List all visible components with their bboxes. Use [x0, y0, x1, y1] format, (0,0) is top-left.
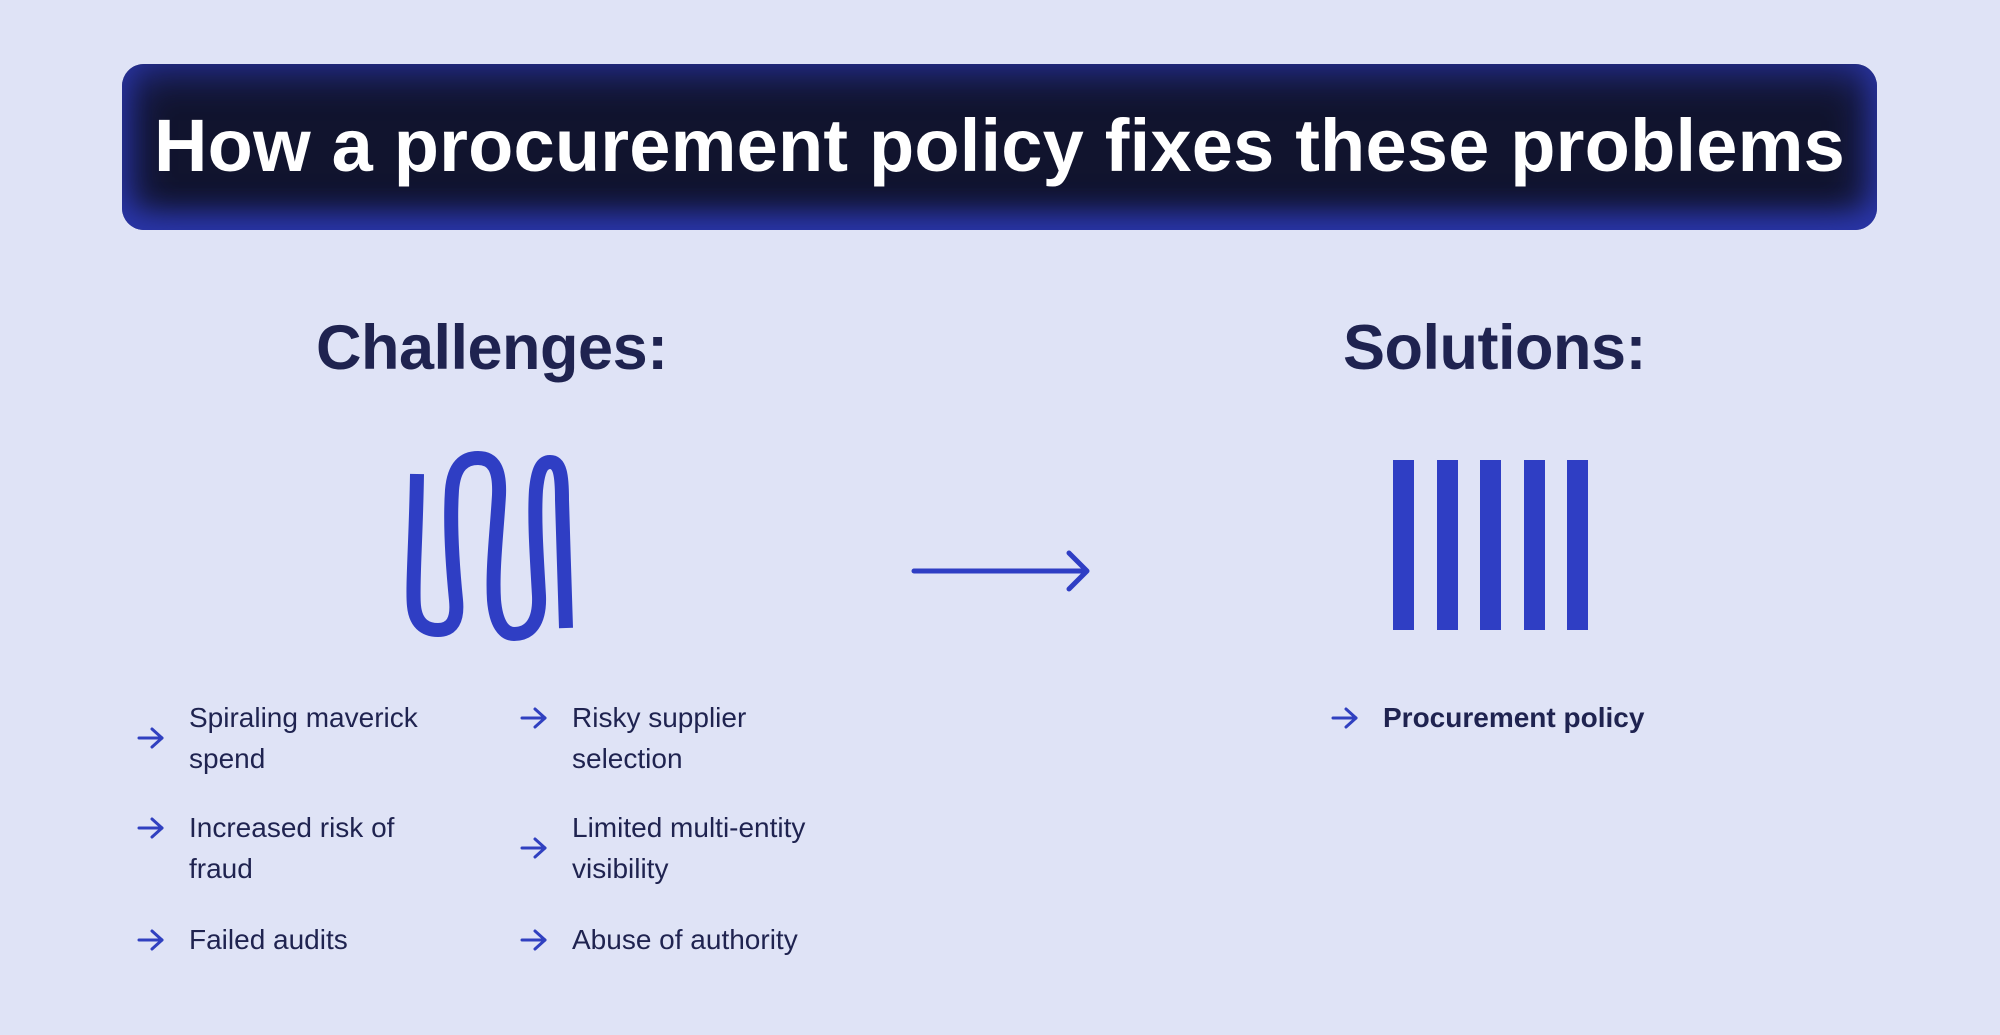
arrow-right-icon — [1331, 707, 1358, 729]
arrow-right-icon — [520, 837, 547, 859]
challenge-label: Abuse of authority — [572, 924, 798, 955]
list-item: Failed audits — [137, 919, 489, 960]
solutions-heading: Solutions: — [1343, 313, 1646, 383]
challenge-label: Increased risk of fraud — [189, 812, 395, 884]
list-item: Procurement policy — [1331, 697, 1723, 738]
arrow-right-icon — [137, 727, 164, 749]
arrow-right-icon — [137, 929, 164, 951]
arrow-right-icon — [520, 929, 547, 951]
list-item: Spiraling maverick spend — [137, 697, 489, 779]
list-item: Risky supplier selection — [520, 697, 802, 779]
challenges-heading: Challenges: — [316, 313, 668, 383]
arrow-right-icon — [137, 817, 164, 839]
vertical-bars-icon — [1393, 460, 1588, 630]
challenge-label: Failed audits — [189, 924, 348, 955]
page-title: How a procurement policy fixes these pro… — [154, 103, 1845, 187]
solution-label: Procurement policy — [1383, 702, 1645, 733]
challenge-label: Limited multi-entity visibility — [572, 812, 806, 884]
long-arrow-right-icon — [911, 550, 1090, 592]
list-item: Increased risk of fraud — [137, 807, 449, 889]
squiggle-icon — [406, 451, 573, 641]
challenge-label: Risky supplier selection — [572, 702, 747, 774]
arrow-right-icon — [520, 707, 547, 729]
list-item: Abuse of authority — [520, 919, 872, 960]
challenge-label: Spiraling maverick spend — [189, 702, 418, 774]
title-banner: How a procurement policy fixes these pro… — [122, 64, 1877, 230]
list-item: Limited multi-entity visibility — [520, 807, 872, 889]
